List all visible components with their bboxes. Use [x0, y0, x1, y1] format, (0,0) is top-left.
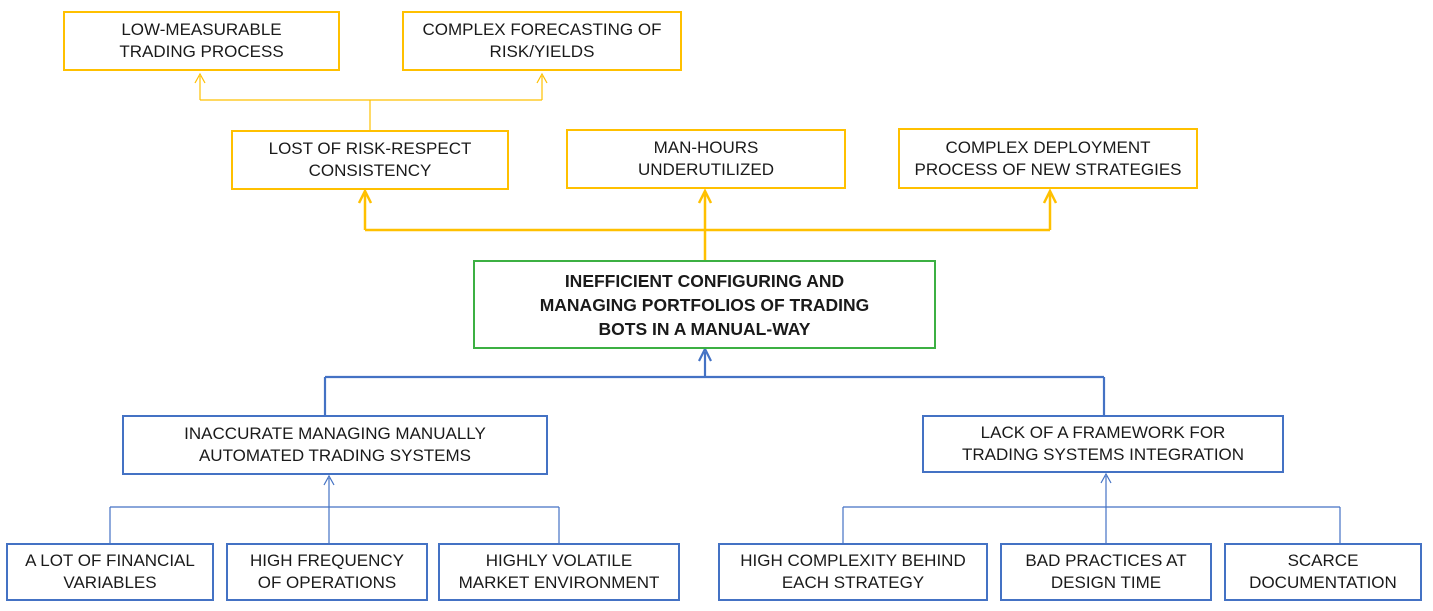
cause-lack-of-framework: LACK OF A FRAMEWORK FOR TRADING SYSTEMS … [922, 415, 1284, 473]
effect-complex-forecasting-risk-yields: COMPLEX FORECASTING OF RISK/YIELDS [402, 11, 682, 71]
arrow-head [1100, 472, 1112, 484]
sub-cause-bad-practices: BAD PRACTICES AT DESIGN TIME [1000, 543, 1212, 601]
cause-connectors [323, 346, 1106, 415]
arrow-head [194, 72, 206, 84]
box-label: HIGH FREQUENCY OF OPERATIONS [250, 551, 404, 592]
box-label: MAN-HOURS UNDERUTILIZED [637, 138, 774, 179]
effect-connectors [357, 188, 1058, 260]
box-label: LOST OF RISK-RESPECT CONSISTENCY [268, 139, 472, 180]
arrow-head [357, 188, 373, 204]
box-label: INACCURATE MANAGING MANUALLY AUTOMATED T… [184, 424, 486, 465]
sub-effect-connectors [194, 72, 548, 130]
box-label: A LOT OF FINANCIAL VARIABLES [25, 551, 195, 592]
cause-inaccurate-managing: INACCURATE MANAGING MANUALLY AUTOMATED T… [122, 415, 548, 475]
box-label: LACK OF A FRAMEWORK FOR TRADING SYSTEMS … [961, 423, 1245, 464]
box-label: COMPLEX DEPLOYMENT PROCESS OF NEW STRATE… [914, 137, 1182, 179]
box-label: HIGH COMPLEXITY BEHIND EACH STRATEGY [740, 551, 966, 592]
arrow-head [698, 346, 712, 362]
sub-cause-connectors [109, 472, 1341, 543]
arrow-head [536, 72, 548, 84]
box-label: HIGHLY VOLATILE MARKET ENVIRONMENT [458, 551, 660, 592]
sub-cause-volatile-market: HIGHLY VOLATILE MARKET ENVIRONMENT [438, 543, 680, 601]
sub-cause-high-complexity: HIGH COMPLEXITY BEHIND EACH STRATEGY [718, 543, 988, 601]
box-label: SCARCE DOCUMENTATION [1249, 551, 1397, 592]
arrow-head [1042, 188, 1058, 204]
effect-man-hours-underutilized: MAN-HOURS UNDERUTILIZED [566, 129, 846, 189]
sub-cause-financial-variables: A LOT OF FINANCIAL VARIABLES [6, 543, 214, 601]
effect-low-measurable-trading-process: LOW-MEASURABLE TRADING PROCESS [63, 11, 340, 71]
box-label: BAD PRACTICES AT DESIGN TIME [1025, 551, 1187, 592]
box-label: COMPLEX FORECASTING OF RISK/YIELDS [422, 20, 662, 61]
core-problem: INEFFICIENT CONFIGURING AND MANAGING POR… [473, 260, 936, 349]
arrow-head [323, 474, 335, 486]
box-label: LOW-MEASURABLE TRADING PROCESS [119, 20, 284, 61]
sub-cause-high-frequency: HIGH FREQUENCY OF OPERATIONS [226, 543, 428, 601]
effect-complex-deployment-process: COMPLEX DEPLOYMENT PROCESS OF NEW STRATE… [898, 128, 1198, 189]
effect-lost-risk-respect-consistency: LOST OF RISK-RESPECT CONSISTENCY [231, 130, 509, 190]
sub-cause-scarce-documentation: SCARCE DOCUMENTATION [1224, 543, 1422, 601]
arrow-head [697, 188, 713, 204]
core-problem-label: INEFFICIENT CONFIGURING AND MANAGING POR… [539, 270, 870, 339]
